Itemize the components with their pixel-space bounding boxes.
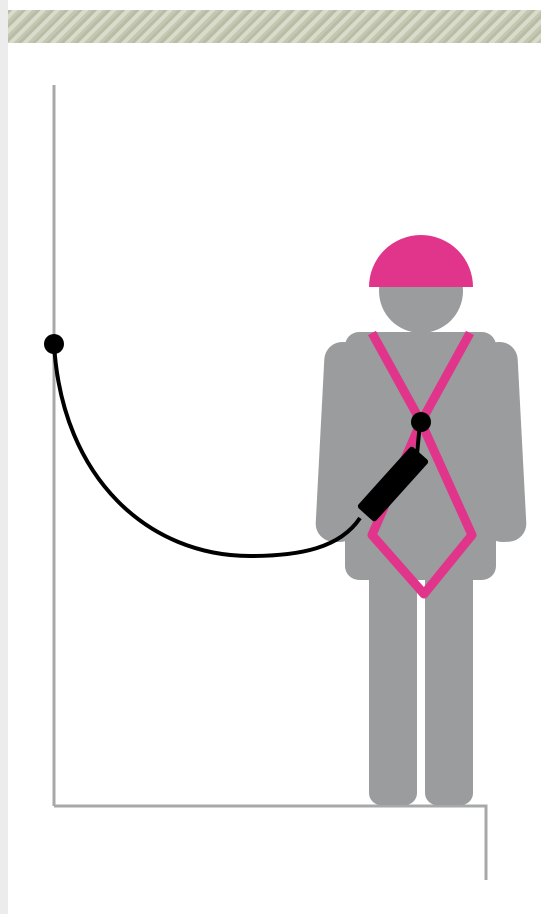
- floor-and-edge-line: [54, 806, 486, 880]
- safety-helmet-icon: [369, 235, 473, 287]
- harness-attachment-point: [411, 412, 431, 432]
- worker-right-leg: [425, 560, 473, 805]
- lanyard-cable: [54, 344, 360, 556]
- anchor-point-icon: [44, 334, 64, 354]
- worker-left-leg: [369, 560, 417, 805]
- worker-figure-icon: [315, 249, 527, 805]
